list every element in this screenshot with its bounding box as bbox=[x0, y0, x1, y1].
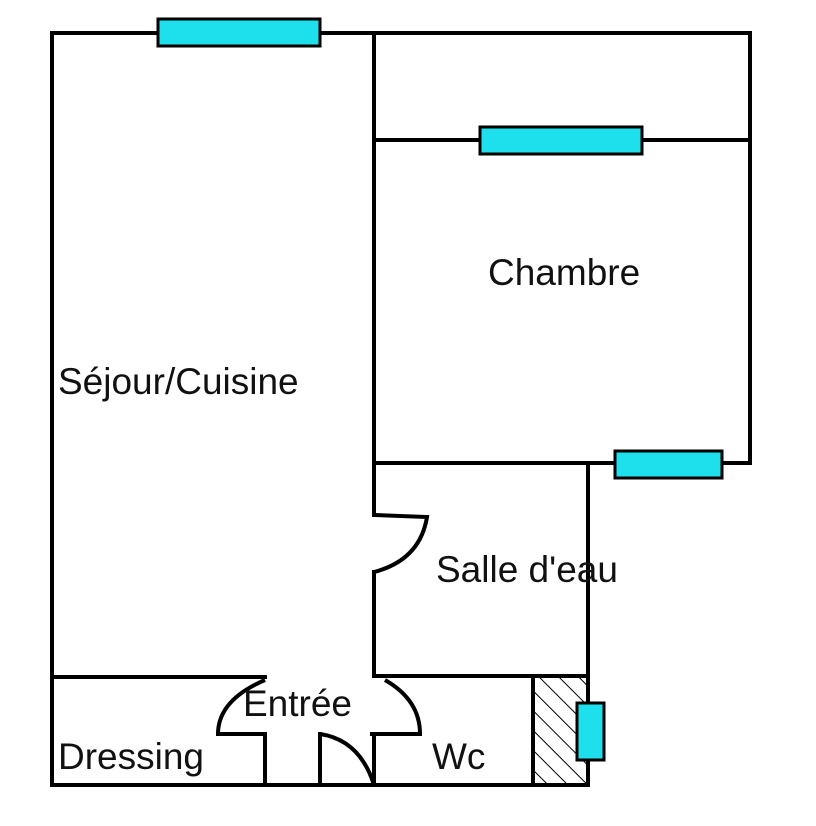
window-sejour bbox=[156, 17, 322, 48]
window-chambre bbox=[478, 125, 644, 156]
outer-walls bbox=[50, 31, 752, 787]
room-label-dressing: Dressing bbox=[58, 736, 204, 777]
windows bbox=[156, 17, 724, 762]
room-label-sejour-cuisine: Séjour/Cuisine bbox=[58, 361, 299, 402]
window-wc bbox=[575, 701, 606, 762]
room-label-chambre: Chambre bbox=[488, 252, 640, 293]
room-label-salle-deau: Salle d'eau bbox=[436, 549, 618, 590]
room-label-wc: Wc bbox=[432, 736, 485, 777]
door-swings bbox=[216, 513, 430, 786]
room-label-entree: Entrée bbox=[243, 683, 352, 724]
interior-walls bbox=[50, 31, 752, 787]
window-salle-deau bbox=[613, 449, 724, 480]
